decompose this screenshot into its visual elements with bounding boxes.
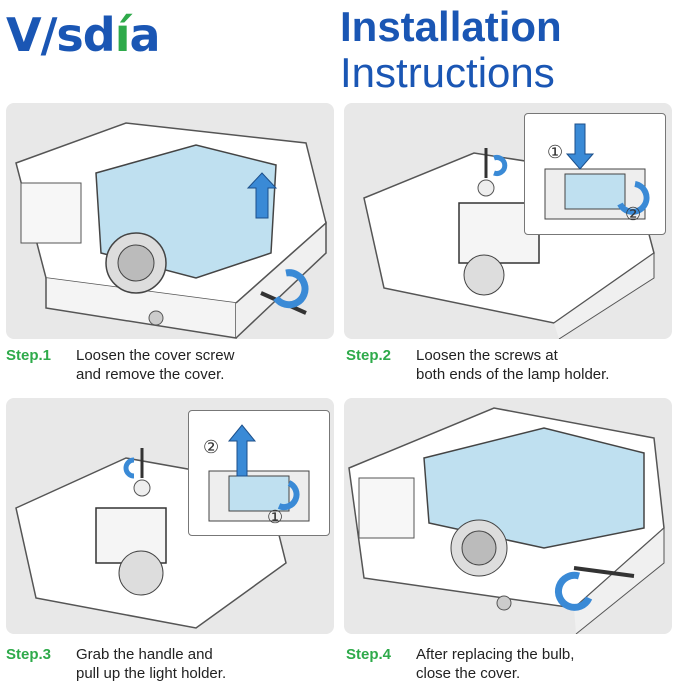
step-2-illustration: ① ② [344,103,672,339]
step-2-label: Step.2 [346,347,392,364]
step-4-label: Step.4 [346,646,392,663]
step-4-illustration [344,398,672,634]
callout-2: ② [625,204,642,224]
step-1-illustration [6,103,334,339]
title-line-1: Installation [340,3,562,50]
callout-2: ② [203,437,220,457]
callout-1: ① [267,507,284,527]
step-4-text: After replacing the bulb,close the cover… [416,646,575,682]
brand-logo: V/sdía [6,8,161,62]
title-line-2: Instructions [340,49,555,96]
step-3-detail-inset: ② ① [188,410,330,536]
callout-1: ① [547,142,564,162]
step-3-illustration: ② ① [6,398,334,634]
page-title: Installation Instructions [340,4,562,96]
step-1-label: Step.1 [6,347,52,364]
step-3-label: Step.3 [6,646,52,663]
step-2-detail-inset: ① ② [524,113,666,235]
step-4-caption: Step.4 After replacing the bulb,close th… [346,645,676,685]
